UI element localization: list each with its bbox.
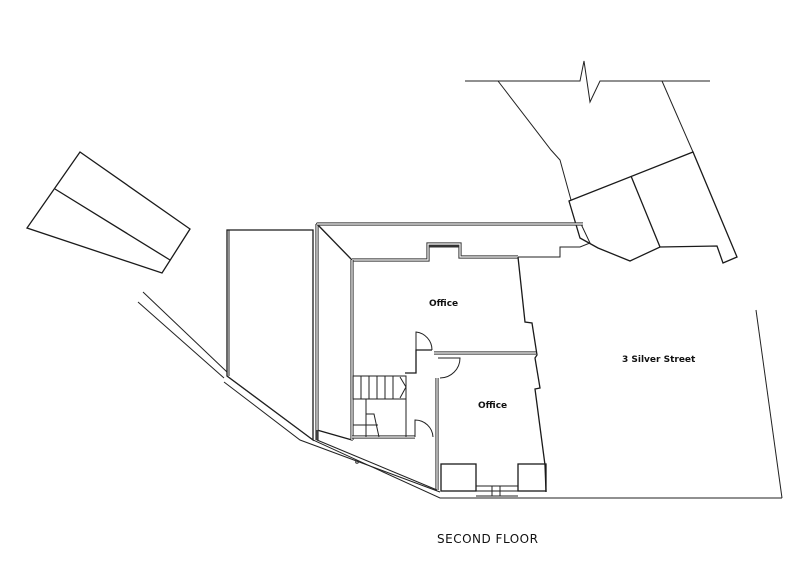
- south-wall-diagonal: [223, 375, 546, 499]
- roof-north-strip: [315, 222, 591, 261]
- room-label-office-lower: Office: [478, 401, 507, 411]
- room-label-3-silver-street: 3 Silver Street: [622, 355, 696, 365]
- roof-right: [568, 151, 738, 264]
- room-label-office-upper: Office: [429, 299, 458, 309]
- site-boundary-north: [465, 60, 710, 201]
- doors: [414, 331, 461, 438]
- detached-roof-left: [25, 151, 228, 379]
- building-walls: [350, 242, 547, 493]
- staircase: [352, 375, 407, 438]
- roof-center-slope: [315, 222, 353, 441]
- neighbor-boundary: [546, 309, 783, 499]
- entrance-bays: [440, 463, 547, 497]
- drawing-title: SECOND FLOOR: [437, 532, 538, 546]
